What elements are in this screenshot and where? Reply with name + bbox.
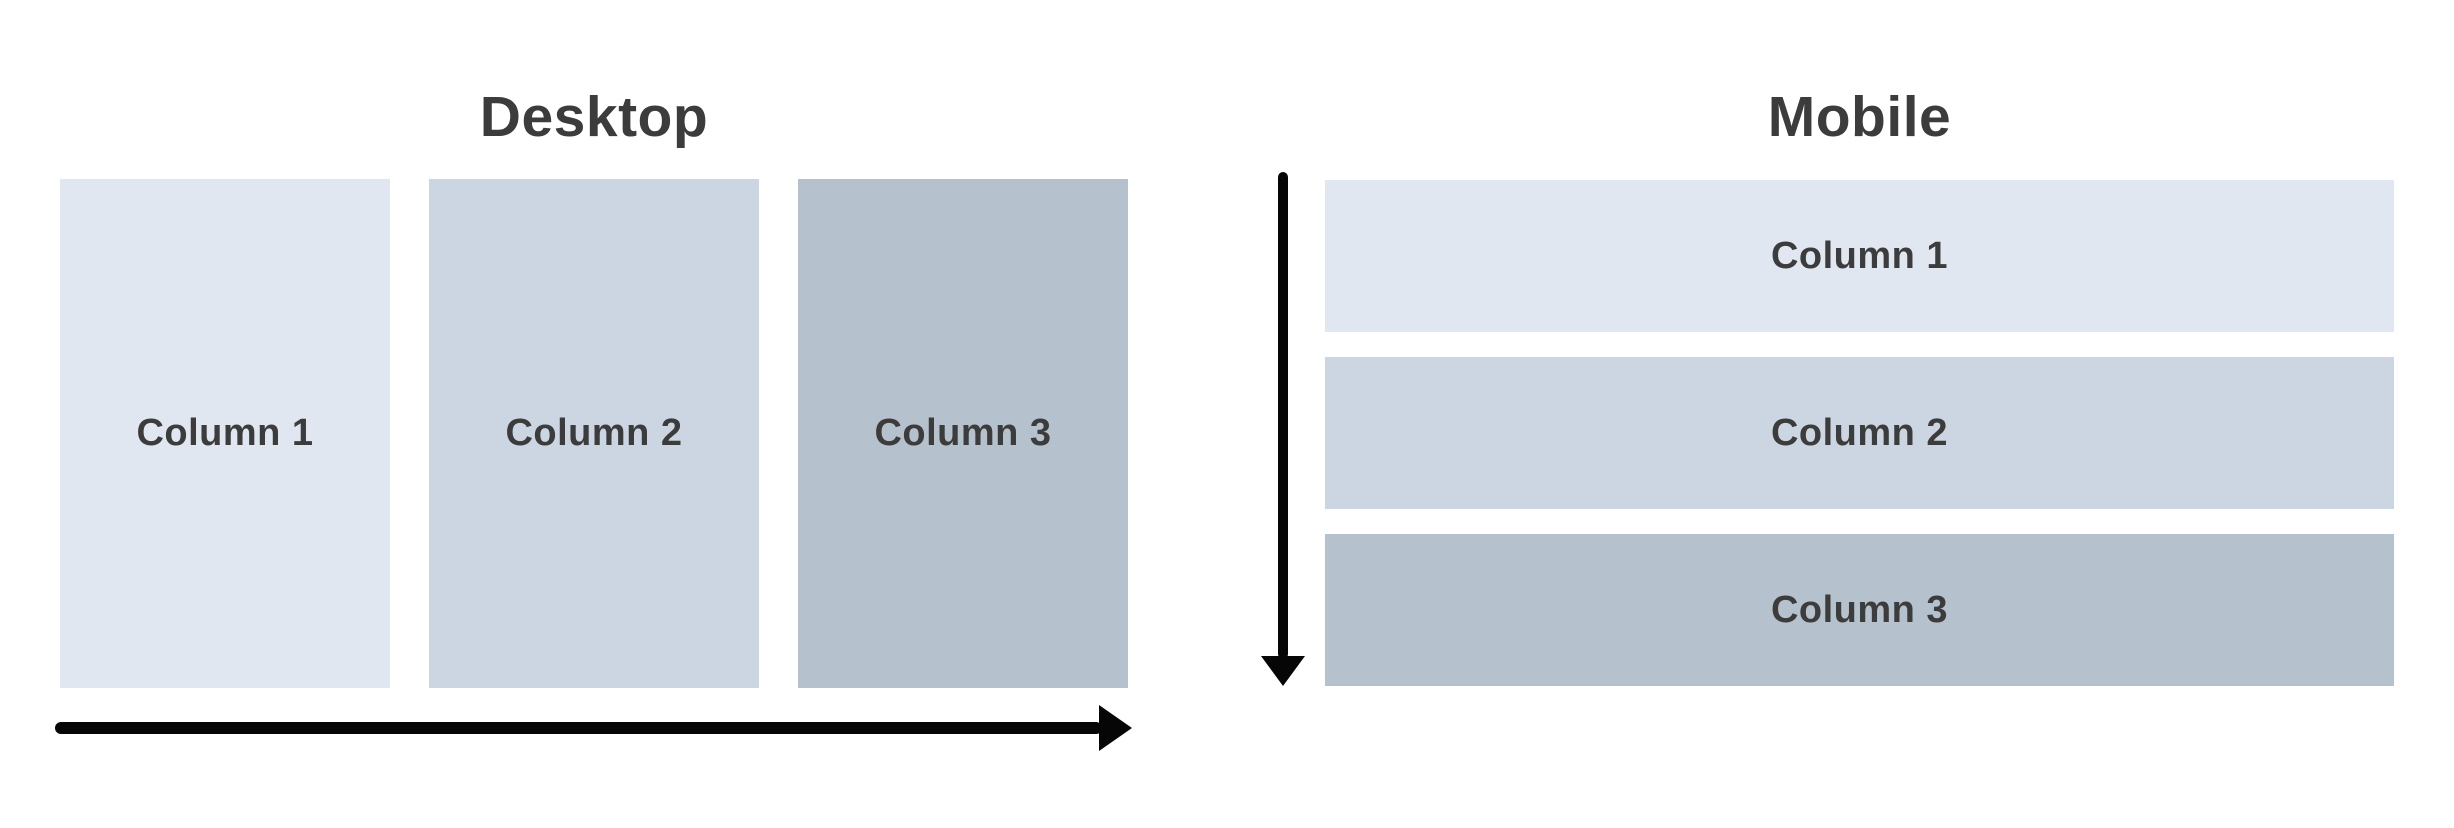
mobile-row-1-label: Column 1 <box>1770 234 1949 277</box>
mobile-panel-title: Mobile <box>1767 85 1952 149</box>
mobile-row-2-label: Column 2 <box>1770 411 1949 454</box>
mobile-row-3: Column 3 <box>1325 534 2394 686</box>
desktop-column-2: Column 2 <box>429 179 759 688</box>
arrow-head <box>1261 656 1305 686</box>
arrow-head <box>1099 705 1132 751</box>
desktop-panel-title: Desktop <box>479 85 709 149</box>
desktop-column-3: Column 3 <box>798 179 1128 688</box>
mobile-row-2: Column 2 <box>1325 357 2394 509</box>
desktop-column-2-label: Column 2 <box>505 412 683 454</box>
desktop-columns-group: Column 1 Column 2 Column 3 <box>60 179 1128 688</box>
arrow-line <box>55 722 1102 734</box>
mobile-row-1: Column 1 <box>1325 180 2394 332</box>
mobile-row-3-label: Column 3 <box>1770 588 1949 631</box>
mobile-rows-group: Column 1 Column 2 Column 3 <box>1325 180 2394 686</box>
desktop-column-1: Column 1 <box>60 179 390 688</box>
right-arrow-icon <box>55 705 1132 751</box>
desktop-column-1-label: Column 1 <box>136 412 314 454</box>
desktop-column-3-label: Column 3 <box>874 412 1052 454</box>
down-arrow-icon <box>1261 172 1305 686</box>
arrow-line <box>1278 172 1288 659</box>
